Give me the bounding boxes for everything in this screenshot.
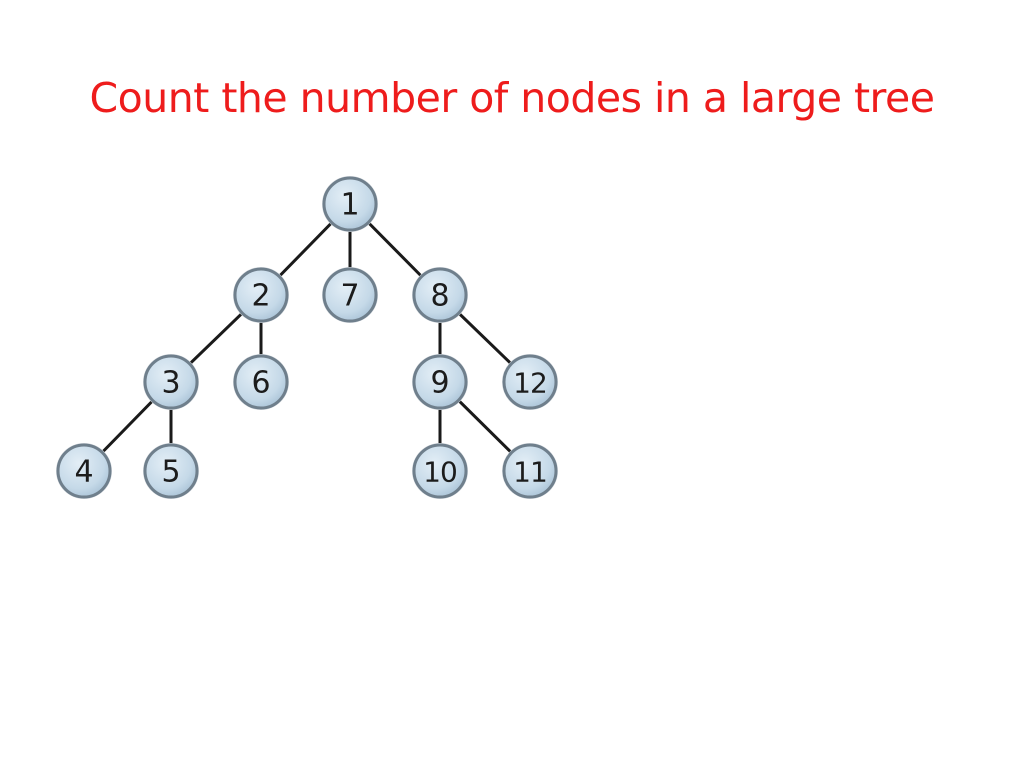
tree-node-3: 3 <box>143 354 199 410</box>
tree-node-circle <box>322 176 378 232</box>
tree-node-label: 2 <box>251 279 270 314</box>
tree-node-4: 4 <box>56 443 112 499</box>
tree-node-label: 6 <box>251 366 270 401</box>
tree-node-1: 1 <box>322 176 378 232</box>
tree-node-label: 3 <box>161 366 180 401</box>
tree-node-label: 7 <box>340 279 359 314</box>
tree-node-circle <box>412 443 468 499</box>
tree-node-8: 8 <box>412 267 468 323</box>
tree-node-label: 1 <box>340 188 359 223</box>
tree-node-circle <box>412 267 468 323</box>
tree-node-circle <box>412 354 468 410</box>
tree-node-circle <box>233 267 289 323</box>
tree-node-7: 7 <box>322 267 378 323</box>
tree-node-label: 10 <box>423 456 457 489</box>
tree-node-2: 2 <box>233 267 289 323</box>
tree-node-circle <box>143 354 199 410</box>
tree-node-label: 4 <box>74 455 93 490</box>
tree-node-circle <box>143 443 199 499</box>
slide-title: Count the number of nodes in a large tre… <box>89 74 935 122</box>
tree-node-9: 9 <box>412 354 468 410</box>
tree-node-label: 5 <box>161 455 180 490</box>
tree-node-5: 5 <box>143 443 199 499</box>
tree-node-circle <box>233 354 289 410</box>
tree-edges <box>82 202 532 473</box>
tree-node-circle <box>56 443 112 499</box>
tree-node-11: 11 <box>502 443 558 499</box>
tree-node-label: 11 <box>513 456 547 489</box>
tree-node-12: 12 <box>502 354 558 410</box>
tree-node-circle <box>322 267 378 323</box>
tree-node-10: 10 <box>412 443 468 499</box>
tree-node-6: 6 <box>233 354 289 410</box>
tree-node-circle <box>502 354 558 410</box>
tree-node-label: 9 <box>430 366 449 401</box>
tree-node-circle <box>502 443 558 499</box>
tree-node-label: 12 <box>513 367 547 400</box>
tree-node-label: 8 <box>430 279 449 314</box>
